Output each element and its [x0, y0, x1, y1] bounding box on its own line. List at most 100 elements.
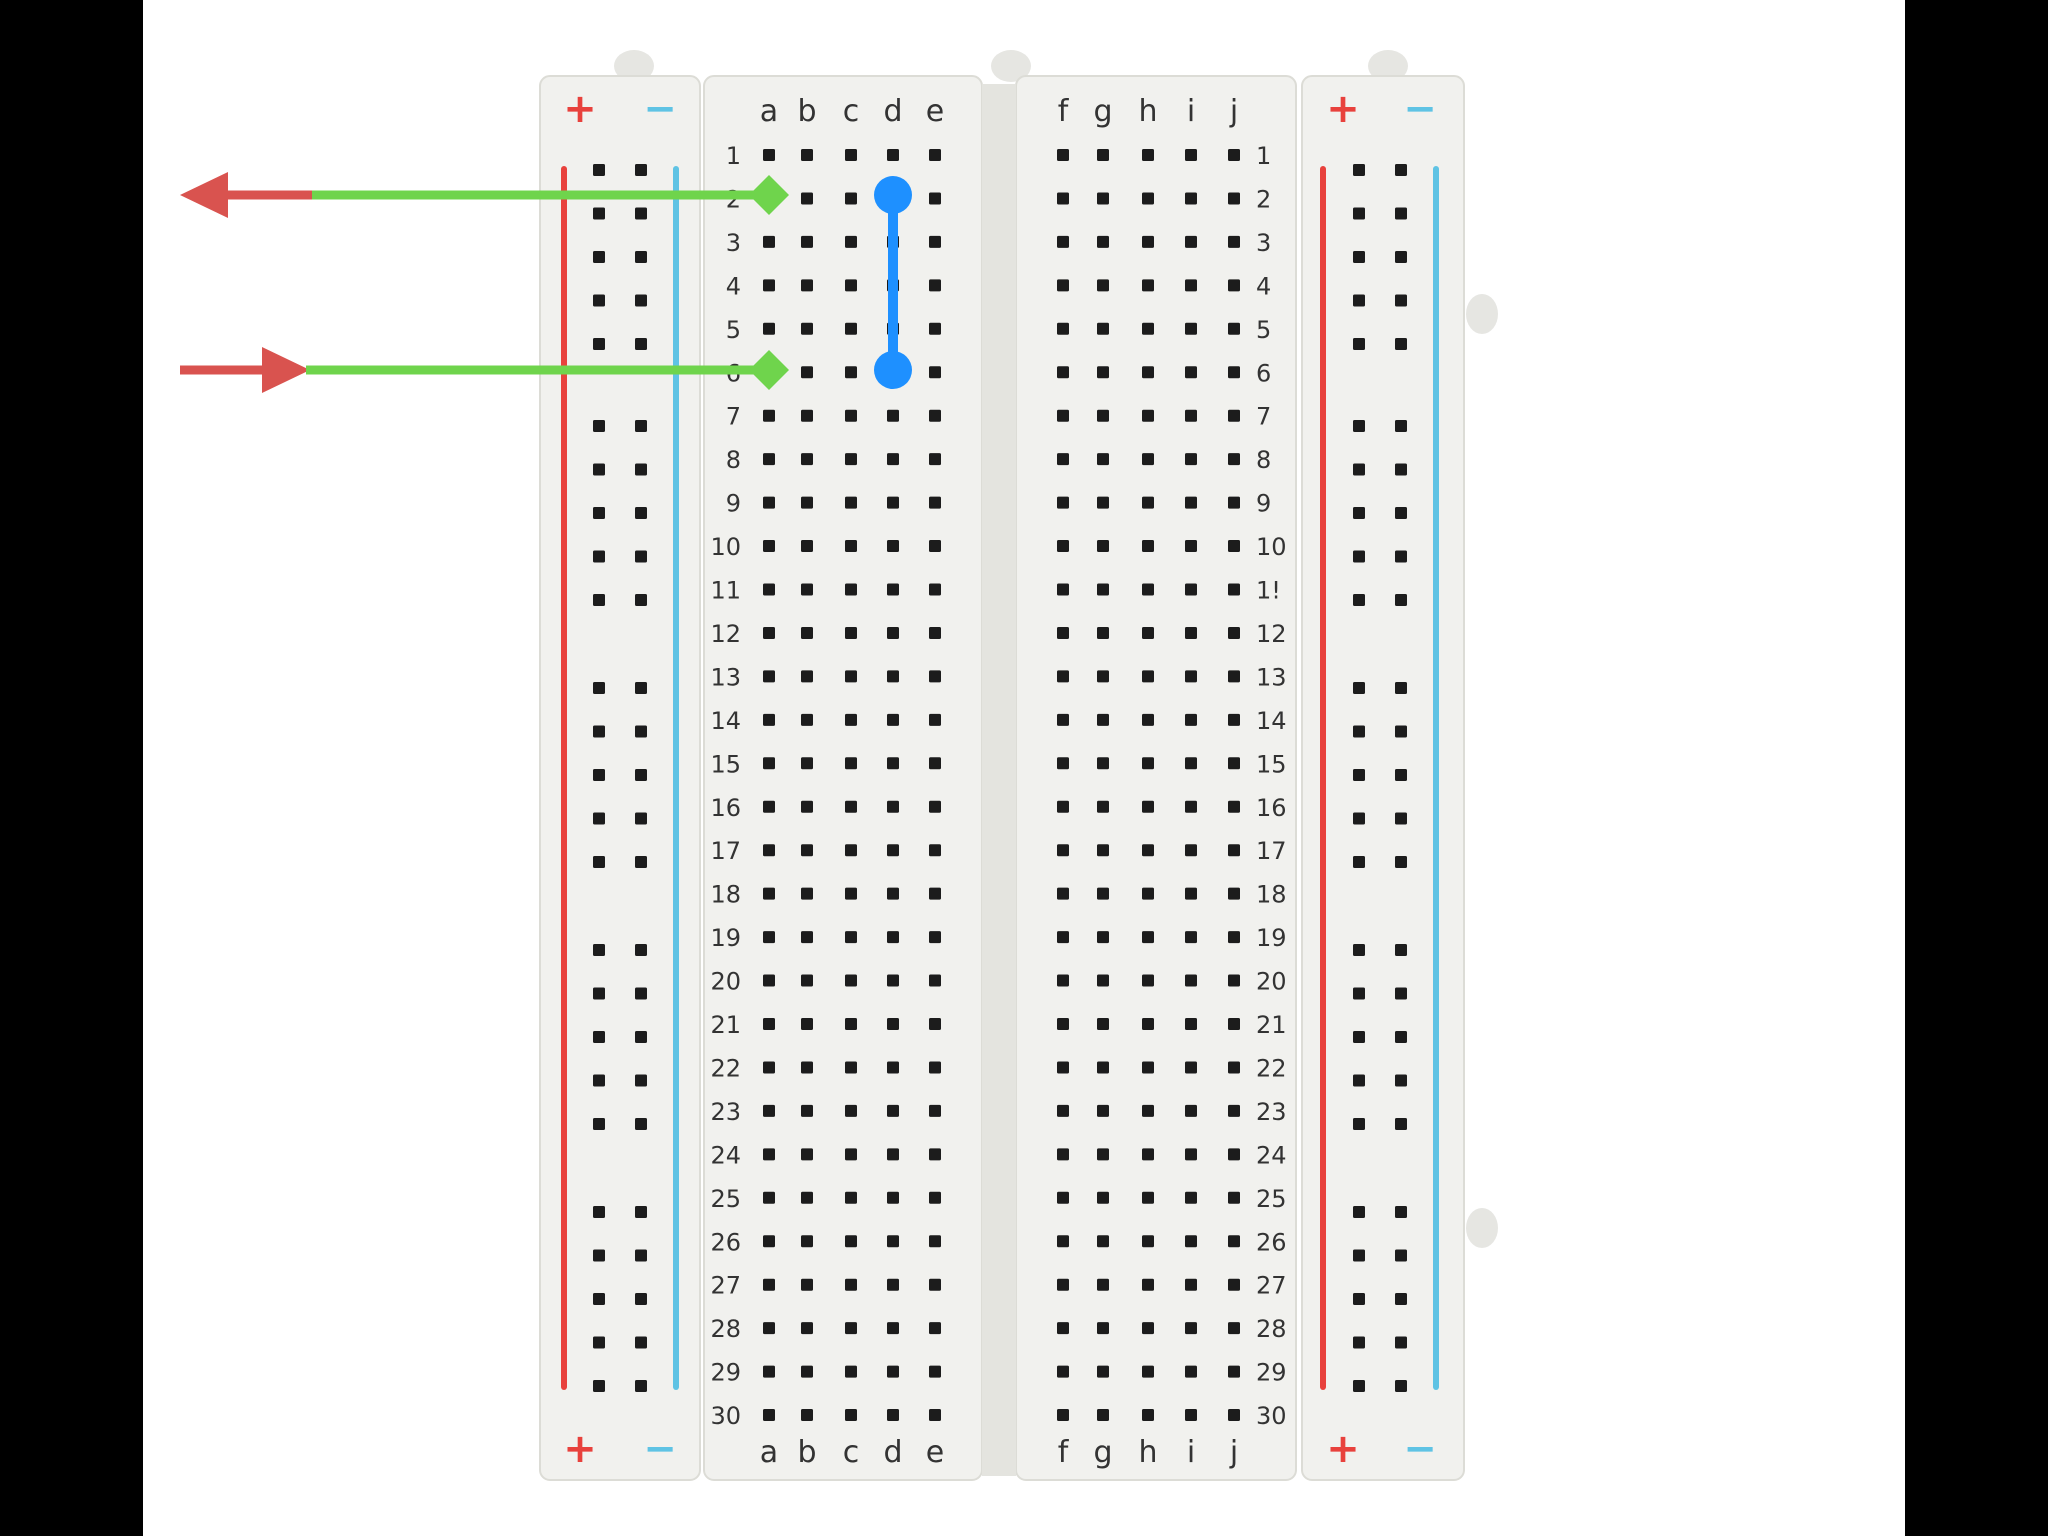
hole-c12[interactable] [845, 627, 857, 639]
hole-h22[interactable] [1142, 1061, 1154, 1073]
hole-a20[interactable] [763, 975, 775, 987]
left-rail-plus-hole-9[interactable] [593, 551, 605, 563]
left-rail-plus-hole-4[interactable] [593, 295, 605, 307]
hole-f2[interactable] [1057, 192, 1069, 204]
hole-c14[interactable] [845, 714, 857, 726]
hole-h21[interactable] [1142, 1018, 1154, 1030]
hole-d28[interactable] [887, 1322, 899, 1334]
left-rail-minus-hole-8[interactable] [635, 507, 647, 519]
hole-f12[interactable] [1057, 627, 1069, 639]
right-rail-minus-hole-1[interactable] [1395, 164, 1407, 176]
right-rail-minus-hole-2[interactable] [1395, 208, 1407, 220]
hole-b18[interactable] [801, 888, 813, 900]
hole-g22[interactable] [1097, 1061, 1109, 1073]
hole-a26[interactable] [763, 1235, 775, 1247]
hole-d7[interactable] [887, 410, 899, 422]
left-rail-plus-hole-2[interactable] [593, 208, 605, 220]
hole-i3[interactable] [1185, 236, 1197, 248]
hole-e4[interactable] [929, 279, 941, 291]
left-rail-minus-hole-21[interactable] [635, 1206, 647, 1218]
hole-h18[interactable] [1142, 888, 1154, 900]
hole-h29[interactable] [1142, 1366, 1154, 1378]
hole-d22[interactable] [887, 1061, 899, 1073]
hole-e20[interactable] [929, 975, 941, 987]
hole-b1[interactable] [801, 149, 813, 161]
hole-a4[interactable] [763, 279, 775, 291]
hole-e12[interactable] [929, 627, 941, 639]
left-rail-minus-hole-20[interactable] [635, 1118, 647, 1130]
hole-j24[interactable] [1228, 1148, 1240, 1160]
hole-j11[interactable] [1228, 584, 1240, 596]
hole-b24[interactable] [801, 1148, 813, 1160]
hole-g6[interactable] [1097, 366, 1109, 378]
hole-g9[interactable] [1097, 497, 1109, 509]
left-rail-plus-hole-1[interactable] [593, 164, 605, 176]
right-rail-plus-hole-22[interactable] [1353, 1250, 1365, 1262]
hole-j10[interactable] [1228, 540, 1240, 552]
hole-f29[interactable] [1057, 1366, 1069, 1378]
right-rail-plus-hole-8[interactable] [1353, 507, 1365, 519]
hole-a17[interactable] [763, 844, 775, 856]
hole-c24[interactable] [845, 1148, 857, 1160]
hole-a10[interactable] [763, 540, 775, 552]
hole-c3[interactable] [845, 236, 857, 248]
hole-i20[interactable] [1185, 975, 1197, 987]
hole-e16[interactable] [929, 801, 941, 813]
hole-i28[interactable] [1185, 1322, 1197, 1334]
hole-e8[interactable] [929, 453, 941, 465]
left-rail-minus-hole-17[interactable] [635, 988, 647, 1000]
hole-i16[interactable] [1185, 801, 1197, 813]
hole-i18[interactable] [1185, 888, 1197, 900]
hole-j18[interactable] [1228, 888, 1240, 900]
right-rail-plus-hole-13[interactable] [1353, 769, 1365, 781]
hole-h17[interactable] [1142, 844, 1154, 856]
right-rail-plus-hole-4[interactable] [1353, 295, 1365, 307]
hole-h16[interactable] [1142, 801, 1154, 813]
right-rail-plus-hole-14[interactable] [1353, 813, 1365, 825]
hole-h25[interactable] [1142, 1192, 1154, 1204]
right-rail-plus-hole-20[interactable] [1353, 1118, 1365, 1130]
hole-f30[interactable] [1057, 1409, 1069, 1421]
hole-d17[interactable] [887, 844, 899, 856]
hole-h15[interactable] [1142, 757, 1154, 769]
hole-e3[interactable] [929, 236, 941, 248]
hole-h23[interactable] [1142, 1105, 1154, 1117]
hole-d1[interactable] [887, 149, 899, 161]
hole-b20[interactable] [801, 975, 813, 987]
hole-a21[interactable] [763, 1018, 775, 1030]
hole-e10[interactable] [929, 540, 941, 552]
hole-a16[interactable] [763, 801, 775, 813]
hole-b21[interactable] [801, 1018, 813, 1030]
right-rail-minus-hole-11[interactable] [1395, 682, 1407, 694]
hole-i11[interactable] [1185, 584, 1197, 596]
hole-j8[interactable] [1228, 453, 1240, 465]
hole-h12[interactable] [1142, 627, 1154, 639]
left-rail-minus-hole-1[interactable] [635, 164, 647, 176]
left-rail-minus-hole-11[interactable] [635, 682, 647, 694]
hole-a1[interactable] [763, 149, 775, 161]
hole-a18[interactable] [763, 888, 775, 900]
left-rail-minus-hole-13[interactable] [635, 769, 647, 781]
hole-g18[interactable] [1097, 888, 1109, 900]
hole-g5[interactable] [1097, 323, 1109, 335]
hole-d11[interactable] [887, 584, 899, 596]
hole-i15[interactable] [1185, 757, 1197, 769]
hole-e18[interactable] [929, 888, 941, 900]
hole-i2[interactable] [1185, 192, 1197, 204]
left-rail-plus-hole-16[interactable] [593, 944, 605, 956]
hole-i9[interactable] [1185, 497, 1197, 509]
right-rail-plus-hole-7[interactable] [1353, 464, 1365, 476]
hole-b15[interactable] [801, 757, 813, 769]
hole-f19[interactable] [1057, 931, 1069, 943]
hole-j7[interactable] [1228, 410, 1240, 422]
left-rail-minus-hole-23[interactable] [635, 1293, 647, 1305]
left-rail-plus-hole-24[interactable] [593, 1337, 605, 1349]
hole-f17[interactable] [1057, 844, 1069, 856]
hole-b26[interactable] [801, 1235, 813, 1247]
right-rail-plus-hole-24[interactable] [1353, 1337, 1365, 1349]
hole-g20[interactable] [1097, 975, 1109, 987]
hole-d21[interactable] [887, 1018, 899, 1030]
hole-h1[interactable] [1142, 149, 1154, 161]
hole-i22[interactable] [1185, 1061, 1197, 1073]
right-rail-minus-hole-23[interactable] [1395, 1293, 1407, 1305]
